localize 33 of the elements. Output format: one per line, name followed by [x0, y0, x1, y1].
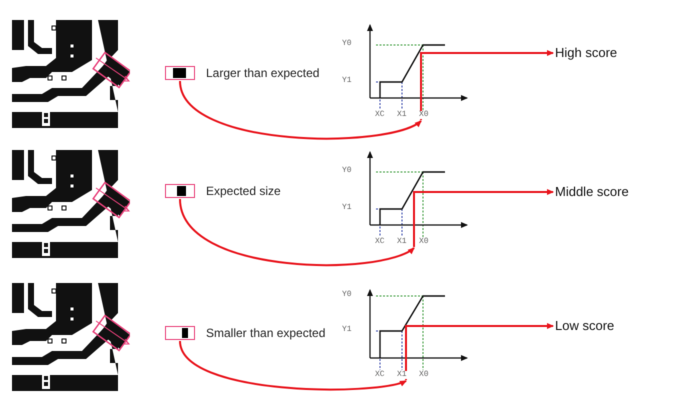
axis-tick-label: Y1 [342, 326, 352, 334]
arrow [179, 198, 415, 266]
arrow [179, 80, 422, 140]
sample-box [165, 184, 195, 198]
score-label: Middle score [555, 182, 629, 202]
score-label: High score [555, 43, 618, 63]
circuit-board-drawing [12, 150, 130, 258]
axis-tick-label: Y0 [342, 291, 352, 299]
arrow [478, 50, 554, 56]
size-caption: Smaller than expected [206, 327, 326, 339]
axis-tick-label: X0 [419, 111, 429, 119]
axis-tick-label: XC [375, 238, 385, 246]
axis-tick-label: X1 [397, 111, 407, 119]
size-caption: Expected size [206, 185, 281, 197]
axis-tick-label: Y0 [342, 167, 352, 175]
arrow [179, 340, 407, 390]
axis-tick-label: XC [375, 111, 385, 119]
axis-tick-label: X0 [419, 371, 429, 379]
axis-tick-label: XC [375, 371, 385, 379]
circuit-board-drawing [12, 283, 130, 391]
arrow [478, 323, 554, 329]
circuit-board-drawing [12, 20, 130, 128]
axis-tick-label: X1 [397, 238, 407, 246]
arrow [478, 189, 554, 195]
sample-box [165, 326, 195, 340]
sample-box [165, 66, 195, 80]
axis-tick-label: Y1 [342, 77, 352, 85]
axis-tick-label: X1 [397, 371, 407, 379]
axis-tick-label: Y1 [342, 204, 352, 212]
axis-tick-label: X0 [419, 238, 429, 246]
size-caption: Larger than expected [206, 67, 320, 79]
axis-tick-label: Y0 [342, 40, 352, 48]
score-label: Low score [555, 316, 614, 336]
